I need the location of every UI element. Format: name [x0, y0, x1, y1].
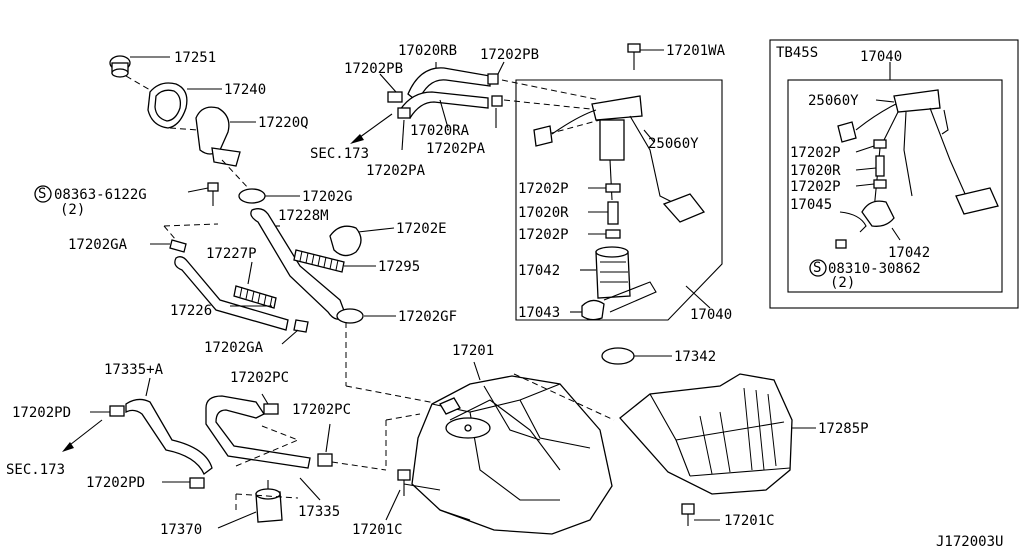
evap-hose-group — [62, 377, 387, 529]
label-sec173-left: SEC.173 — [6, 462, 65, 478]
label-17227p: 17227P — [206, 246, 257, 262]
filler-cap-group — [34, 55, 256, 206]
label-17202e: 17202E — [396, 221, 447, 237]
label-17295: 17295 — [378, 259, 420, 275]
label-inset-25060y: 25060Y — [808, 93, 859, 109]
label-s-symbol-b: S — [813, 260, 821, 276]
label-inset-17042: 17042 — [888, 245, 930, 261]
label-08363-qty: (2) — [60, 202, 85, 218]
label-17020r: 17020R — [518, 205, 569, 221]
label-17228m: 17228M — [278, 208, 329, 224]
label-17240: 17240 — [224, 82, 266, 98]
label-17201wa: 17201WA — [666, 43, 726, 59]
label-17202pd-bottom: 17202PD — [86, 475, 145, 491]
inset-title: TB45S — [776, 45, 818, 61]
label-s-symbol-a: S — [38, 186, 46, 202]
label-25060y: 25060Y — [648, 136, 699, 152]
label-17220q: 17220Q — [258, 115, 309, 131]
tb45s-inset — [769, 39, 1019, 309]
label-17042: 17042 — [518, 263, 560, 279]
label-17202pd-top: 17202PD — [12, 405, 71, 421]
label-17020ra: 17020RA — [410, 123, 470, 139]
callout-labels: 17251 17240 17220Q S 08363-6122G (2) 172… — [6, 43, 1003, 550]
label-17201: 17201 — [452, 343, 494, 359]
fuel-pump-unit-group — [350, 43, 723, 321]
label-17202gf: 17202GF — [398, 309, 457, 325]
label-inset-17202p-top: 17202P — [790, 145, 841, 161]
label-17020rb: 17020RB — [398, 43, 457, 59]
label-17285p: 17285P — [818, 421, 869, 437]
label-inset-08310-30862: 08310-30862 — [828, 261, 921, 277]
label-08363-6122g: 08363-6122G — [54, 187, 147, 203]
label-17335: 17335 — [298, 504, 340, 520]
label-17202pb-right: 17202PB — [480, 47, 539, 63]
fuel-tank — [385, 361, 615, 535]
label-17202pc-mid: 17202PC — [292, 402, 351, 418]
label-17202pc-top: 17202PC — [230, 370, 289, 386]
label-17040-center: 17040 — [690, 307, 732, 323]
label-inset-17045: 17045 — [790, 197, 832, 213]
label-17202p-bottom: 17202P — [518, 227, 569, 243]
label-17202ga-bottom: 17202GA — [204, 340, 264, 356]
label-17043: 17043 — [518, 305, 560, 321]
label-17202pb-left: 17202PB — [344, 61, 403, 77]
label-17201c-right: 17201C — [724, 513, 775, 529]
filler-hose-group — [238, 188, 441, 405]
label-17202p-top: 17202P — [518, 181, 569, 197]
label-17202ga-top: 17202GA — [68, 237, 128, 253]
label-17202pa-right: 17202PA — [426, 141, 486, 157]
label-diagram-code: J172003U — [936, 534, 1003, 550]
label-sec173-top: SEC.173 — [310, 146, 369, 162]
label-inset-17020r: 17020R — [790, 163, 841, 179]
label-17202pa-left: 17202PA — [366, 163, 426, 179]
label-inset-08310-qty: (2) — [830, 275, 855, 291]
label-17370: 17370 — [160, 522, 202, 538]
breather-hose-group — [150, 223, 309, 345]
tank-protector — [601, 347, 816, 526]
label-inset-17040: 17040 — [860, 49, 902, 65]
label-17202g: 17202G — [302, 189, 353, 205]
label-17201c-left: 17201C — [352, 522, 403, 538]
label-17226: 17226 — [170, 303, 212, 319]
label-17342: 17342 — [674, 349, 716, 365]
label-inset-17202p-bottom: 17202P — [790, 179, 841, 195]
label-17251: 17251 — [174, 50, 216, 66]
label-17335-a: 17335+A — [104, 362, 164, 378]
